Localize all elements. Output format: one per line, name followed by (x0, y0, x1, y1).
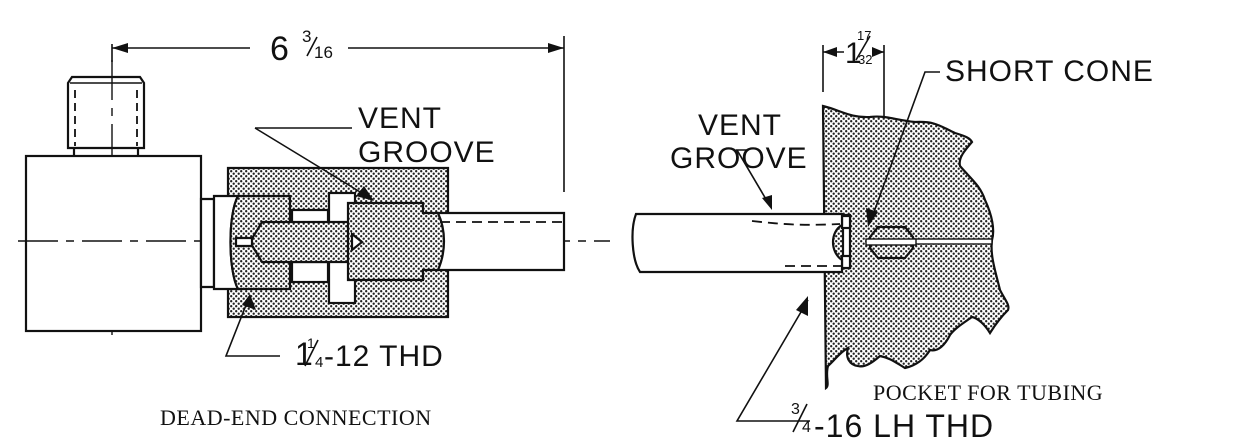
adapter-shoulder (199, 197, 216, 289)
top-nipple (66, 75, 146, 156)
dead-end-caption: DEAD-END CONNECTION (160, 405, 432, 430)
tubing-collar-upper (840, 214, 852, 230)
right-vent-groove-arrow (762, 195, 772, 210)
right-vent-groove-label-line1: VENT (698, 109, 782, 142)
pocket-dimension-num: 17 (857, 28, 871, 43)
cone-plug (248, 220, 352, 264)
short-cone-label: SHORT CONE (945, 55, 1154, 88)
vent-groove-label-line1: VENT (358, 102, 442, 135)
thread-frac-num: 1 (307, 335, 315, 351)
dead-end-connection-drawing: 6 3 16 (18, 27, 610, 430)
tubing-left-panel (436, 211, 566, 272)
vent-groove-hidden-line-right (751, 220, 841, 226)
cavity-lower (290, 260, 330, 284)
tubing-collar-lower (840, 254, 852, 270)
dimension-fraction-denominator: 16 (314, 43, 333, 62)
tubing-right-panel (631, 212, 844, 274)
thread-whole: 1 (295, 336, 314, 372)
arrowhead-right (548, 43, 564, 53)
lh-thread-leader (735, 299, 810, 422)
tubing-cone-tip (350, 231, 364, 253)
lh-thread-frac-num: 3 (791, 401, 800, 418)
dimension-fraction-numerator: 3 (302, 27, 311, 46)
thread-leader (224, 299, 280, 357)
pocket-dimension-whole: 1 (845, 37, 863, 70)
thread-spec-rest: -12 THD (324, 340, 444, 373)
tee-body (24, 154, 203, 333)
dimension-overall-length: 6 3 16 (111, 27, 565, 192)
thread-frac-den: 4 (315, 354, 323, 371)
arrowhead-left (112, 43, 128, 53)
cone-bore (865, 238, 917, 246)
pocket-for-tubing-drawing: 1 17 32 SHORT CONE VENT GROOVE (631, 28, 1154, 444)
lh-thread-arrow (796, 296, 808, 316)
vent-groove-arrow (356, 186, 374, 201)
lh-thread-spec-rest: -16 LH THD (814, 408, 994, 444)
dimension-whole: 6 (270, 30, 290, 68)
short-cone-arrow (866, 208, 878, 227)
pocket-block (821, 104, 1010, 391)
thread-arrow (242, 294, 256, 310)
vent-groove-label-line2: GROOVE (358, 136, 496, 169)
pocket-caption: POCKET FOR TUBING (873, 380, 1103, 405)
lh-thread-frac-den: 4 (802, 419, 811, 436)
cone-tip-bore (234, 236, 254, 248)
right-vent-groove-label-line2: GROOVE (670, 142, 808, 175)
pocket-dimension-den: 32 (858, 52, 872, 67)
